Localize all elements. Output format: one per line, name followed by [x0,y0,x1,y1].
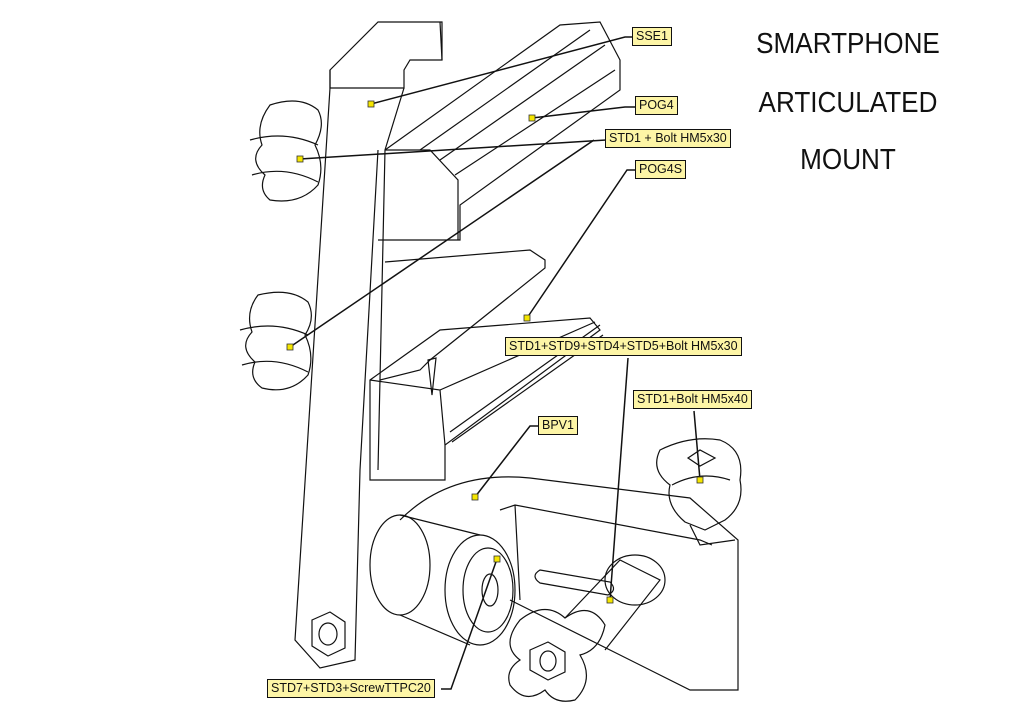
upper-knob [249,100,322,202]
leader-pog4 [531,106,636,119]
callout-std1-bolt-hm5x40: STD1+Bolt HM5x40 [633,390,752,409]
star-knob [508,554,666,702]
callout-bpv1: BPV1 [538,416,578,435]
back-plate [329,21,443,89]
leader-std1-b [289,139,595,348]
leader-bpv1 [474,425,539,498]
upper-rail [378,21,621,241]
callout-markers [286,100,704,604]
title-line-2: ARTICULATED [758,87,938,119]
leader-std7 [441,558,498,690]
leader-lines [289,36,701,690]
callout-std1-bolt-hm5x30: STD1 + Bolt HM5x30 [605,129,731,148]
leader-sse1 [370,36,633,105]
leader-pog4s [526,169,636,319]
title-line-3: MOUNT [800,144,896,176]
leader-std1-a [299,139,607,160]
top-knob [656,438,742,546]
leader-hm5x40 [693,410,701,481]
lower-rail [379,249,546,381]
bpv1-bracket [399,476,739,691]
callout-std7-screw: STD7+STD3+ScrewTTPC20 [267,679,435,698]
pivot-cylinder [369,514,431,616]
title-line-1: SMARTPHONE [756,28,940,60]
lower-knob [239,291,312,391]
callout-pog4: POG4 [635,96,678,115]
callout-std-assembly: STD1+STD9+STD4+STD5+Bolt HM5x30 [505,337,742,356]
callout-pog4s: POG4S [635,160,687,179]
leader-std-assembly [609,357,629,601]
hex-nut [311,611,346,657]
callout-sse1: SSE1 [632,27,672,46]
